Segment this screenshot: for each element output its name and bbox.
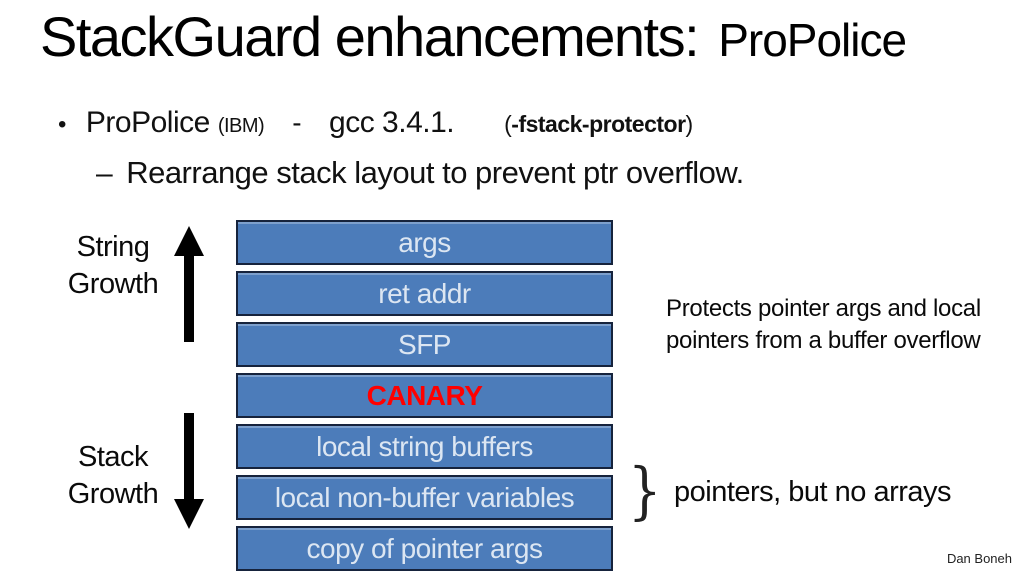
dash-icon: – — [96, 157, 113, 190]
bullet-icon: • — [58, 111, 66, 138]
stack-box-ret-addr: ret addr — [236, 271, 613, 316]
up-arrow-icon — [174, 226, 204, 342]
stack-box-args: args — [236, 220, 613, 265]
paren-close: ) — [685, 111, 694, 137]
sub-bullet-line: – Rearrange stack layout to prevent ptr … — [96, 155, 744, 191]
stack-box-sfp: SFP — [236, 322, 613, 367]
bullet-propolice: ProPolice — [85, 106, 210, 139]
down-arrow-icon — [174, 413, 204, 529]
stack-box-canary: CANARY — [236, 373, 613, 418]
protect-note-line2: pointers from a buffer overflow — [666, 327, 981, 354]
fstack-protector-flag: -fstack-protector — [511, 111, 686, 137]
bullet-ibm: (IBM) — [217, 115, 265, 137]
stack-growth-label: Stack Growth — [67, 441, 159, 510]
protect-note-line1: Protects pointer args and local — [666, 295, 981, 322]
bullet-dash: - — [292, 107, 302, 138]
author-credit: Dan Boneh — [946, 551, 1012, 566]
title-main: StackGuard enhancements: — [40, 5, 700, 68]
title-sub: ProPolice — [718, 14, 907, 66]
stack-diagram: args ret addr SFP CANARY local string bu… — [236, 220, 613, 571]
string-growth-label: String Growth — [67, 231, 159, 300]
stack-box-local-string-buffers: local string buffers — [236, 424, 613, 469]
stack-box-copy-of-pointer-args: copy of pointer args — [236, 526, 613, 571]
bullet-gcc-version: gcc 3.4.1. — [329, 106, 455, 139]
stack-box-local-non-buffer-variables: local non-buffer variables — [236, 475, 613, 520]
protect-note: Protects pointer args and local pointers… — [666, 293, 981, 357]
sub-bullet-text: Rearrange stack layout to prevent ptr ov… — [126, 155, 744, 190]
bullet-flag: (-fstack-protector) — [504, 111, 693, 138]
right-brace-icon: } — [628, 454, 662, 527]
page-title: StackGuard enhancements: ProPolice — [40, 4, 907, 69]
bullet-line: • ProPolice (IBM) - gcc 3.4.1. (-fstack-… — [58, 106, 693, 140]
paren-open: ( — [504, 111, 512, 137]
pointers-note: pointers, but no arrays — [674, 476, 952, 508]
